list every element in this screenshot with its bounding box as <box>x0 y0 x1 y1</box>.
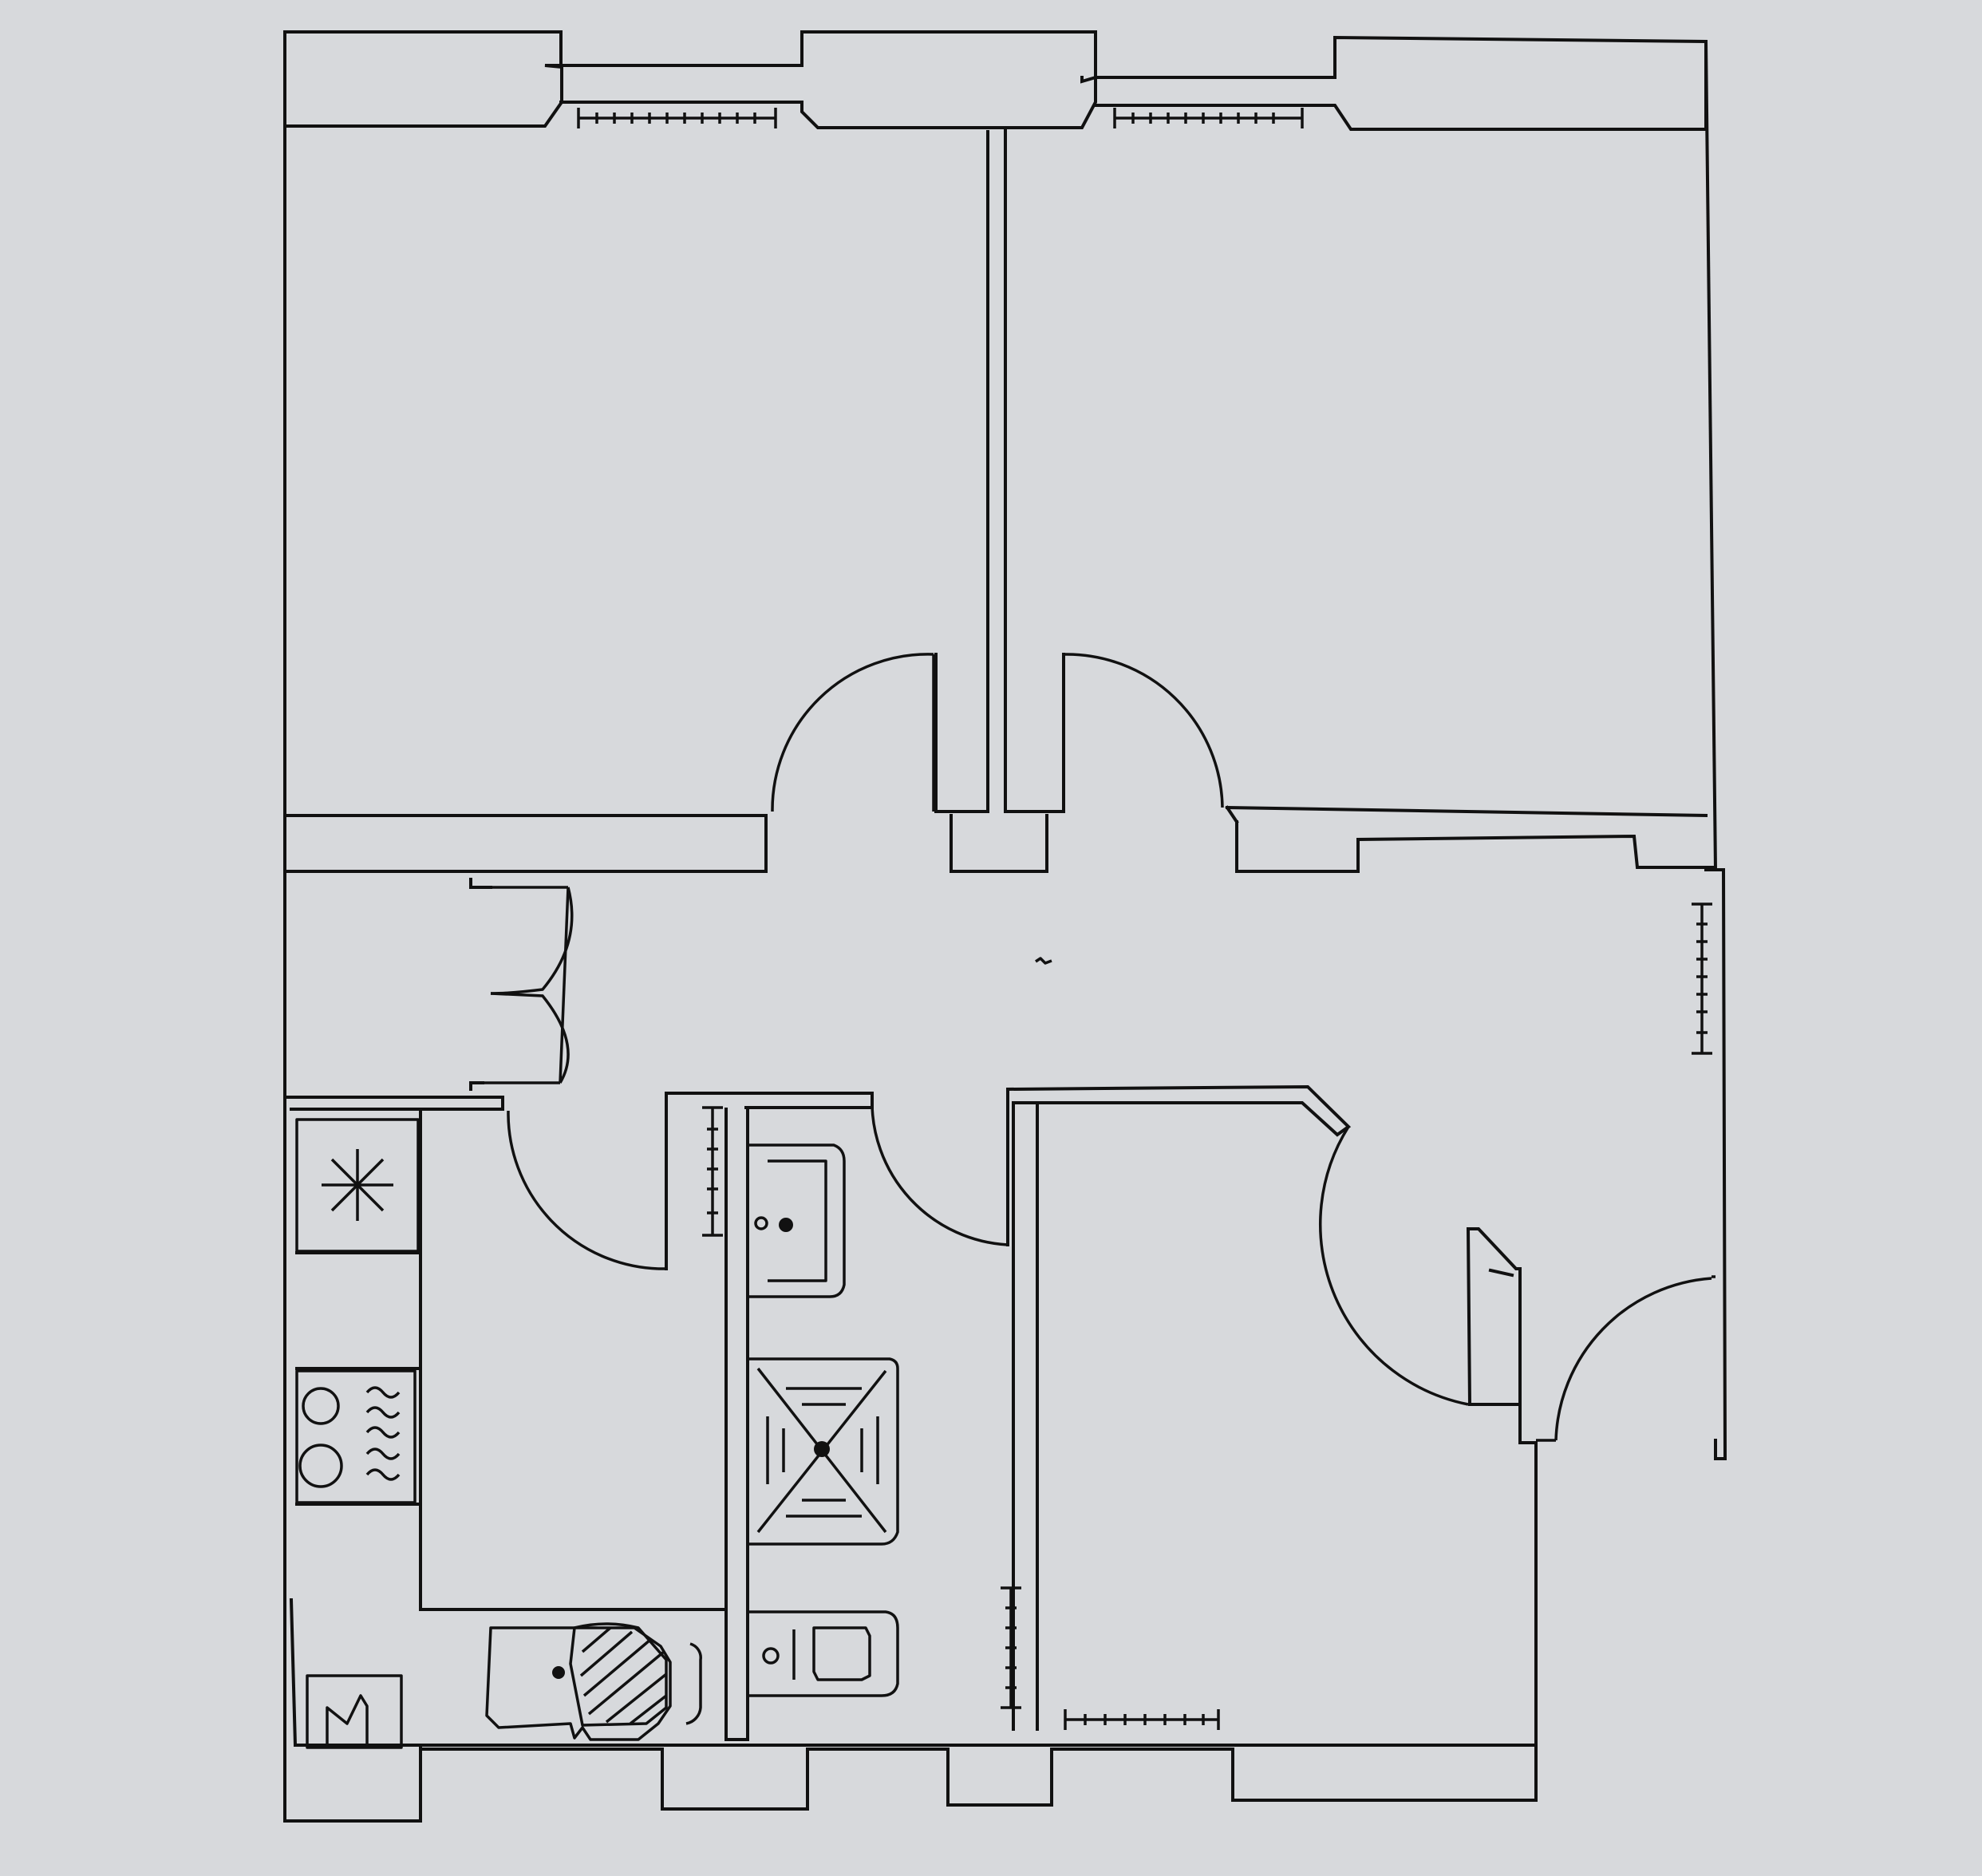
right-window <box>1692 902 1712 1055</box>
top-window-left <box>577 108 777 128</box>
door-kitchen <box>507 1110 666 1270</box>
kitchen-sink-icon <box>485 1622 702 1741</box>
bathroom-sink-icon <box>748 1143 846 1298</box>
kitchen-walls <box>283 1096 728 1748</box>
door-hall-right <box>1536 1275 1715 1442</box>
corridor-north-wall <box>283 805 1715 873</box>
hall-mark <box>1035 957 1052 965</box>
door-bedroom-right <box>1062 653 1224 812</box>
bathroom-window <box>1001 1586 1021 1709</box>
washing-machine-icon <box>295 1369 417 1504</box>
cooktop-icon <box>295 1118 420 1253</box>
bottom-wall <box>283 1714 1538 1823</box>
kitchen-window <box>702 1106 723 1237</box>
refrigerator-icon <box>306 1674 403 1749</box>
shower-icon <box>748 1357 899 1546</box>
bathroom-walls <box>665 1084 1352 1741</box>
small-bedroom-window <box>1064 1709 1220 1730</box>
door-bedroom-left <box>771 653 935 812</box>
door-closet <box>483 886 574 1084</box>
bedroom-small-walls <box>1466 1226 1538 1717</box>
door-bedroom-small <box>1319 1126 1469 1406</box>
closet-wall <box>469 878 492 1091</box>
door-bathroom <box>871 1096 1009 1246</box>
top-window-right <box>1113 108 1304 128</box>
right-wall <box>1704 39 1727 1460</box>
toilet-icon <box>748 1610 899 1697</box>
